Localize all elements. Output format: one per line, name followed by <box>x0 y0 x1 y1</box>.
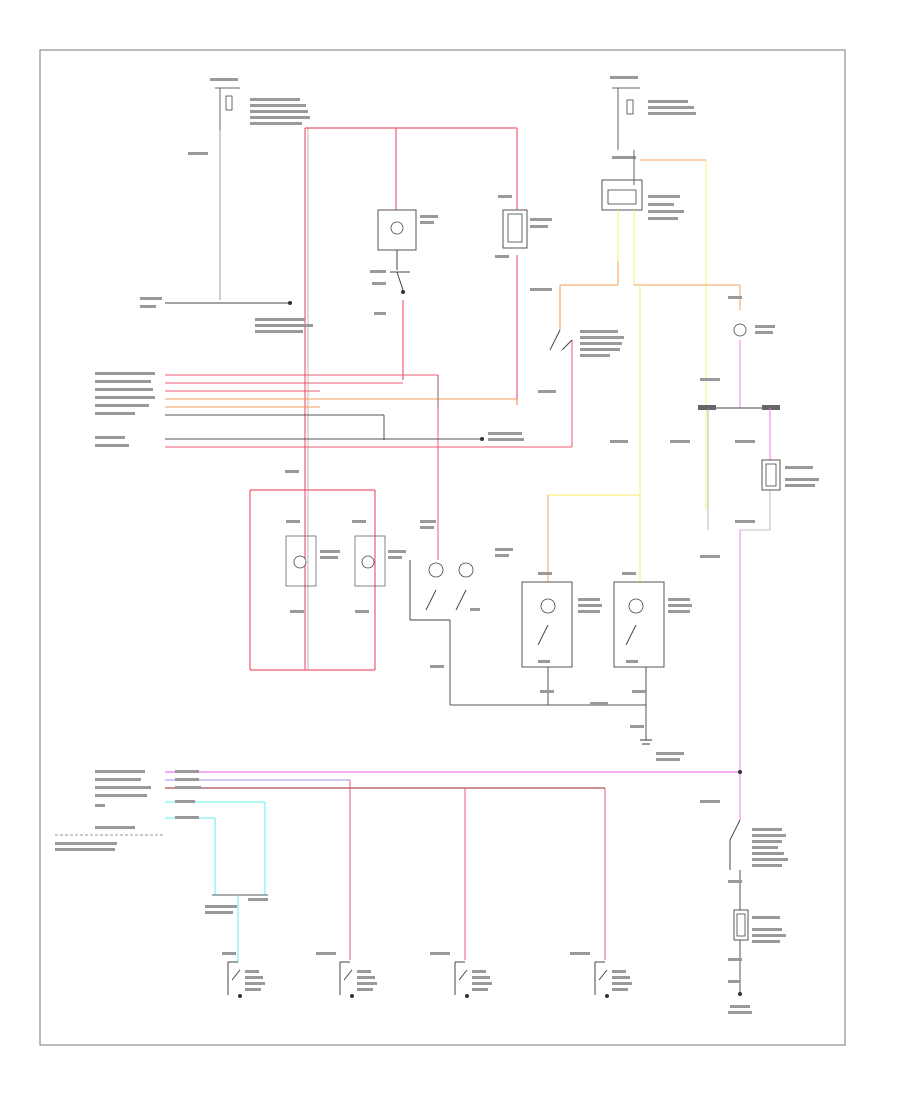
right-middle-switch <box>530 288 624 393</box>
bottom-left-connector <box>205 894 268 962</box>
lower-switch-boxes <box>450 572 692 761</box>
fuse-block-left <box>188 78 310 300</box>
right-upper-connector <box>601 150 707 510</box>
right-mid-wires <box>559 284 741 495</box>
red-power-wires <box>249 127 518 671</box>
middle-lamps <box>285 470 406 613</box>
left-module-pins <box>95 297 573 560</box>
diagram-border <box>39 49 846 1046</box>
center-lamp-assembly <box>409 520 513 705</box>
bottom-module-pins <box>55 770 742 960</box>
fuse-block-right <box>610 76 696 159</box>
bottom-switches <box>222 952 632 998</box>
center-top-switch <box>370 209 438 315</box>
lower-power-wires <box>547 494 641 582</box>
upper-connector <box>495 195 552 258</box>
bottom-right-ground <box>700 790 788 1014</box>
right-indicator <box>610 296 819 790</box>
